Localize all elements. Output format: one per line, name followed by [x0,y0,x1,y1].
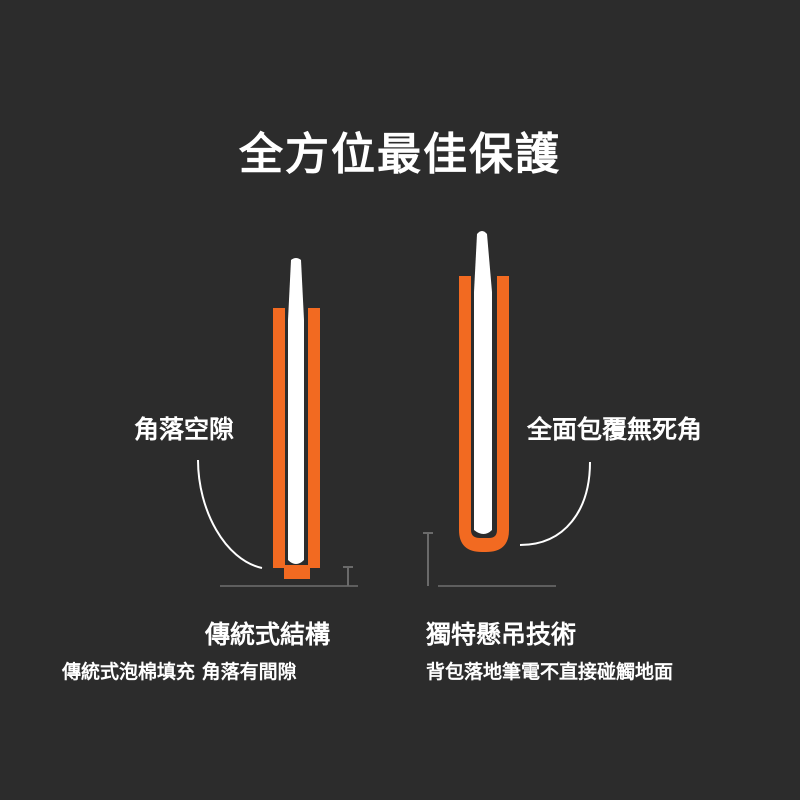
left-sleeve-bottom-pad [284,565,310,579]
left-callout-label: 角落空隙 [134,415,235,444]
left-callout-line [197,459,263,569]
left-description: 傳統式泡棉填充 角落有間隙 [62,661,297,683]
left-laptop [288,258,304,564]
right-laptop [474,231,492,534]
left-heading: 傳統式結構 [205,620,331,649]
right-callout-line [519,461,591,546]
left-gap-marker [343,566,353,586]
right-sleeve-u [459,276,509,552]
left-sleeve-wall-left [273,308,285,568]
right-callout-label: 全面包覆無死角 [527,415,703,444]
page-title: 全方位最佳保護 [239,129,561,180]
right-description: 背包落地筆電不直接碰觸地面 [426,661,674,683]
left-sleeve-wall-right [308,308,320,568]
right-suspension-marker [423,532,433,586]
right-heading: 獨特懸吊技術 [426,620,577,649]
